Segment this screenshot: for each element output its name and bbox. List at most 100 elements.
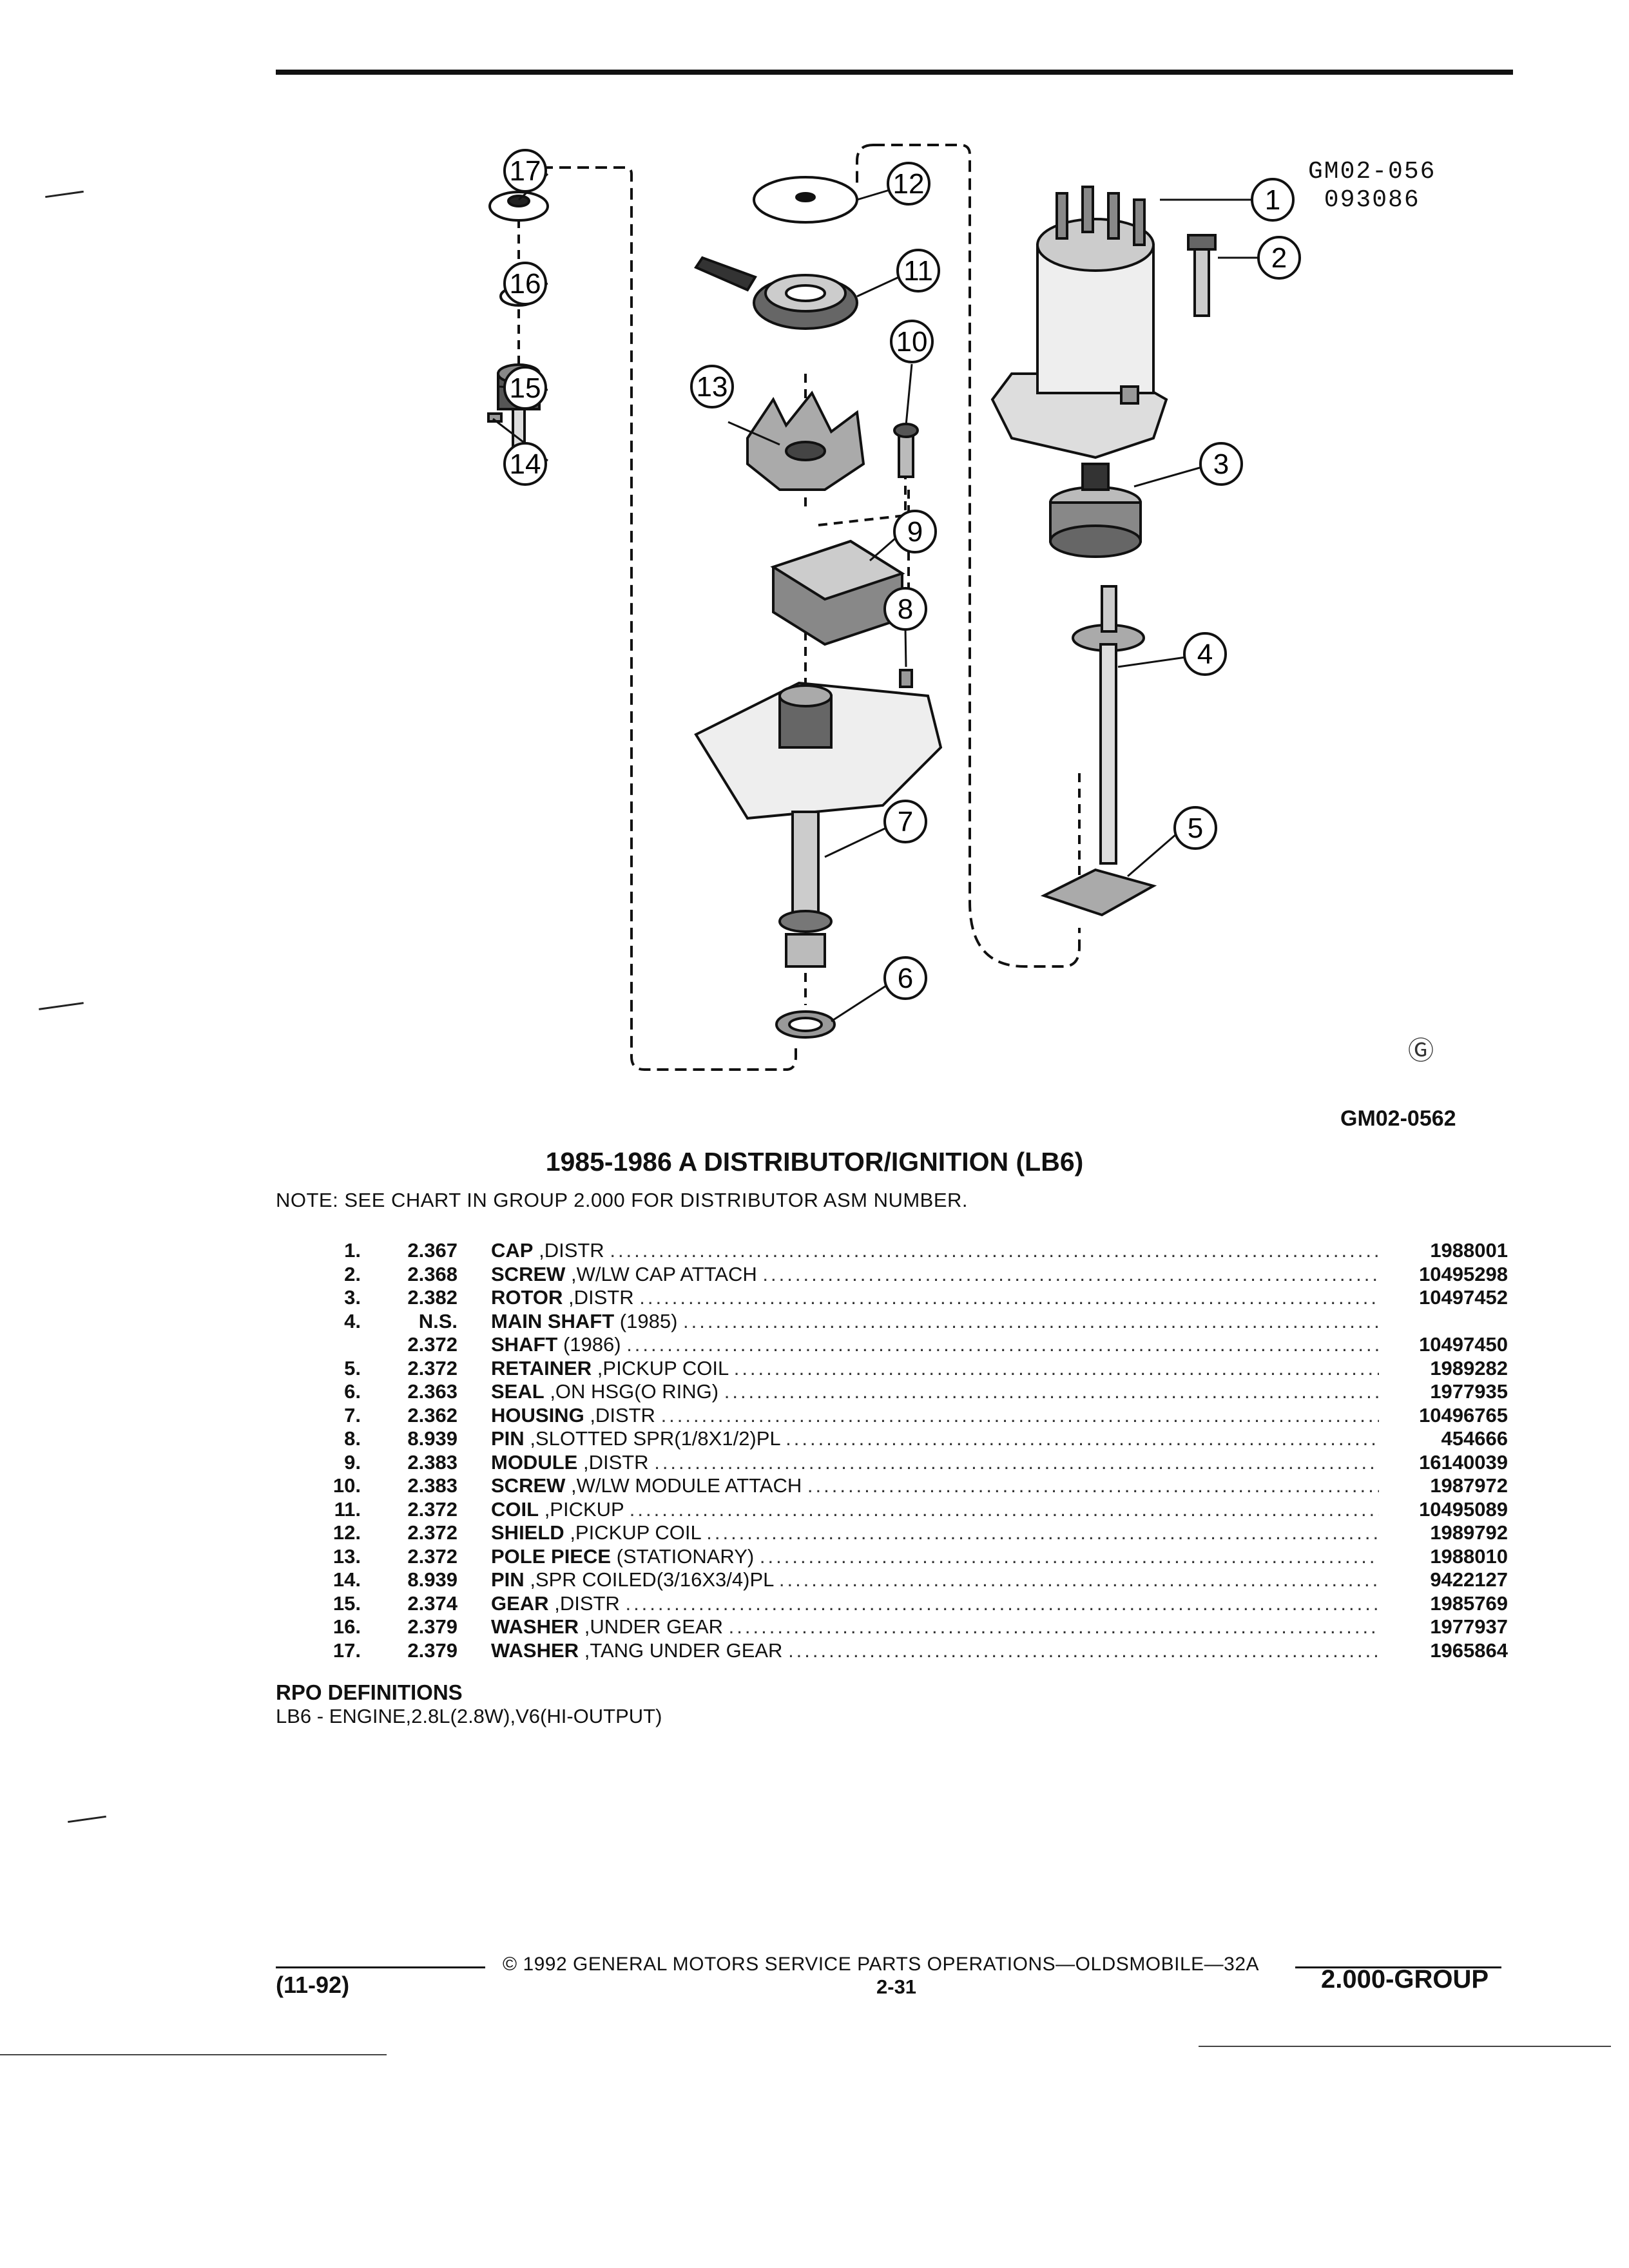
leader-dots: ........................................… <box>639 1286 1379 1309</box>
part-number: 1987972 <box>1430 1474 1508 1497</box>
leader-dots: ........................................… <box>724 1380 1379 1403</box>
group-number: 2.374 <box>407 1591 458 1615</box>
leader-dots: ........................................… <box>762 1262 1379 1285</box>
callout-16: 16 <box>503 262 547 305</box>
callout-5: 5 <box>1173 806 1217 850</box>
part-description: COIL ,PICKUP ...........................… <box>491 1498 1379 1521</box>
figure-code: GM02-056 093086 <box>1308 158 1436 215</box>
part-description: SCREW ,W/LW CAP ATTACH .................… <box>491 1263 1379 1286</box>
leader-dots: ........................................… <box>625 1591 1379 1615</box>
callout-12: 12 <box>887 162 930 206</box>
group-number: 2.368 <box>407 1262 458 1285</box>
part-detail: ,W/LW CAP ATTACH <box>571 1262 757 1285</box>
group-number: 2.372 <box>407 1333 458 1356</box>
callout-1: 1 <box>1251 178 1295 222</box>
callout-10: 10 <box>890 320 934 363</box>
callout-8: 8 <box>883 587 927 631</box>
part-number: 10497450 <box>1419 1333 1508 1356</box>
part-description: POLE PIECE (STATIONARY) ................… <box>491 1545 1379 1568</box>
part-number: 10496765 <box>1419 1403 1508 1427</box>
part-description: SHIELD ,PICKUP COIL ....................… <box>491 1521 1379 1544</box>
part-description: ROTOR ,DISTR ...........................… <box>491 1286 1379 1309</box>
part-number: 1977935 <box>1430 1380 1508 1403</box>
figure-code-line-2: 093086 <box>1324 186 1420 214</box>
leader-dots: ........................................… <box>654 1450 1379 1474</box>
scan-mark <box>68 1815 106 1823</box>
item-number: 13. <box>333 1544 361 1568</box>
part-name: MODULE <box>491 1450 578 1474</box>
item-number: 11. <box>334 1497 361 1521</box>
part-name: SCREW <box>491 1262 566 1285</box>
leader-dots: ........................................… <box>759 1544 1379 1568</box>
part-number: 10495298 <box>1419 1262 1508 1285</box>
svg-text:4: 4 <box>1197 639 1213 670</box>
parts-row: 4.N.S.MAIN SHAFT (1985) ................… <box>309 1310 1508 1334</box>
part-detail: ,SLOTTED SPR(1/8X1/2)PL <box>530 1427 780 1450</box>
part-detail: (1986) <box>563 1333 621 1356</box>
group-number: 8.939 <box>407 1427 458 1450</box>
exploded-diagram: 17 16 15 14 12 11 13 10 9 8 7 6 1 2 3 4 … <box>487 144 1301 1071</box>
part-description: SCREW ,W/LW MODULE ATTACH ..............… <box>491 1474 1379 1497</box>
item-number: 3. <box>344 1286 361 1309</box>
svg-text:1: 1 <box>1265 184 1280 216</box>
leader-dots: ........................................… <box>660 1403 1379 1427</box>
group-number: 2.372 <box>407 1356 458 1379</box>
footer-date: (11-92) <box>276 1972 350 1998</box>
group-number: 2.372 <box>407 1521 458 1544</box>
part-detail: ,DISTR <box>590 1403 655 1427</box>
svg-text:9: 9 <box>907 516 923 548</box>
leader-dots: ........................................… <box>778 1568 1379 1591</box>
part-name: RETAINER <box>491 1356 592 1379</box>
group-number: 2.379 <box>407 1639 458 1662</box>
group-number: 2.382 <box>407 1286 458 1309</box>
gm-logo-icon: Ⓖ <box>1408 1037 1434 1065</box>
callout-17: 17 <box>503 149 547 193</box>
leader-dots: ........................................… <box>733 1356 1379 1379</box>
scan-mark <box>0 2054 387 2055</box>
item-number: 8. <box>344 1427 361 1450</box>
part-detail: (1985) <box>619 1309 678 1332</box>
leader-dots: ........................................… <box>683 1309 1379 1332</box>
callout-7: 7 <box>883 800 927 843</box>
group-number: 2.379 <box>407 1615 458 1638</box>
part-name: SEAL <box>491 1380 545 1403</box>
part-number: 454666 <box>1441 1427 1508 1450</box>
part-detail: ,UNDER GEAR <box>584 1615 724 1638</box>
leader-dots: ........................................… <box>728 1615 1379 1638</box>
part-number: 9422127 <box>1430 1568 1508 1591</box>
footer-rule-right <box>1295 1966 1501 1968</box>
part-description: WASHER ,TANG UNDER GEAR ................… <box>491 1639 1379 1662</box>
part-number: 1989792 <box>1430 1521 1508 1544</box>
group-number: N.S. <box>418 1309 458 1332</box>
item-number: 2. <box>344 1262 361 1285</box>
parts-drawing <box>487 176 1217 1039</box>
item-number: 16. <box>333 1615 361 1638</box>
footer-page-number: 2-31 <box>876 1975 917 1998</box>
leader-dots: ........................................… <box>807 1474 1379 1497</box>
item-number: 10. <box>333 1474 361 1497</box>
part-name: POLE PIECE <box>491 1544 612 1568</box>
callout-14: 14 <box>503 442 547 486</box>
part-description: WASHER ,UNDER GEAR .....................… <box>491 1615 1379 1639</box>
part-name: SHIELD <box>491 1521 564 1544</box>
scan-mark <box>45 190 84 198</box>
part-name: WASHER <box>491 1639 579 1662</box>
leader-dots: ........................................… <box>610 1239 1379 1262</box>
callout-11: 11 <box>896 249 940 293</box>
part-detail: ,PICKUP <box>544 1497 624 1521</box>
scan-mark <box>39 1002 84 1010</box>
part-name: PIN <box>491 1568 525 1591</box>
group-number: 2.363 <box>407 1380 458 1403</box>
part-number: 1977937 <box>1430 1615 1508 1638</box>
part-description: CAP ,DISTR .............................… <box>491 1239 1379 1262</box>
part-description: PIN ,SPR COILED(3/16X3/4)PL ............… <box>491 1568 1379 1591</box>
part-number: 10497452 <box>1419 1286 1508 1309</box>
part-name: ROTOR <box>491 1286 563 1309</box>
page-title: 1985-1986 A DISTRIBUTOR/IGNITION (LB6) <box>545 1147 1084 1177</box>
part-detail: ,SPR COILED(3/16X3/4)PL <box>530 1568 774 1591</box>
